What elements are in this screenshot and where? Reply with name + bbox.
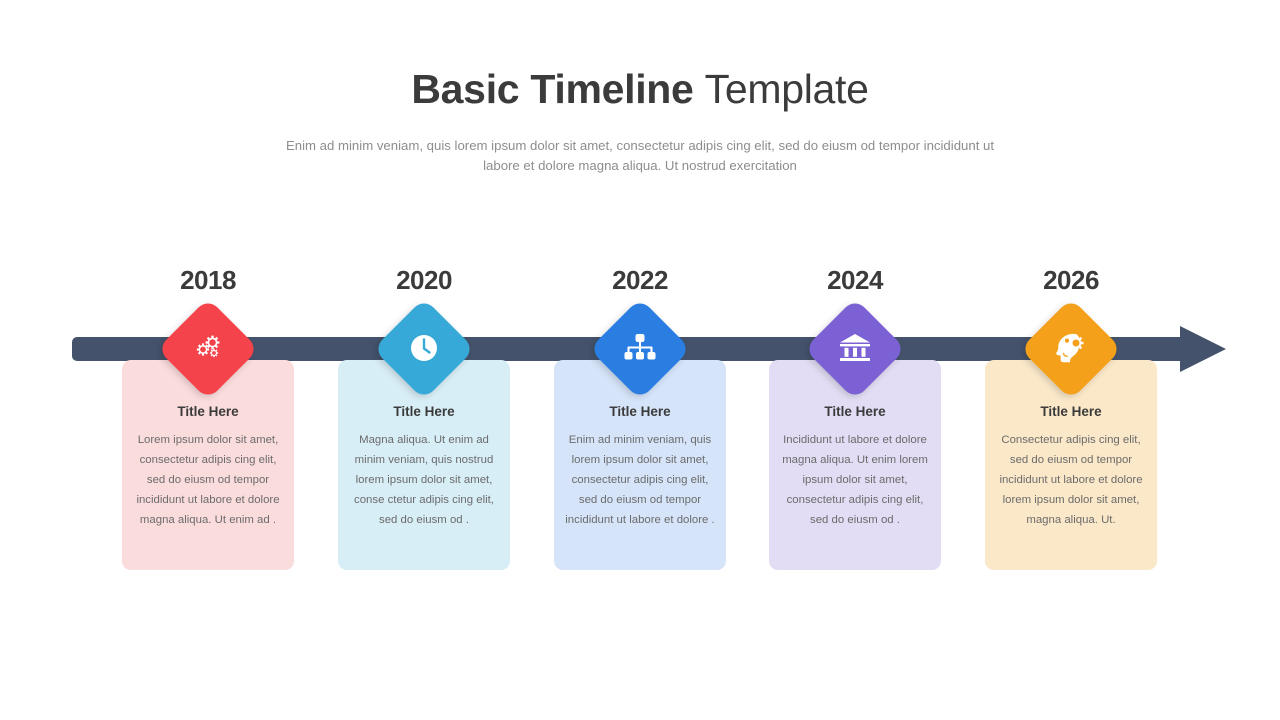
timeline-item-year: 2024 <box>827 265 883 295</box>
timeline-item-title: Title Here <box>393 404 455 419</box>
timeline-item-body: Enim ad minim veniam, quis lorem ipsum d… <box>565 434 715 526</box>
head-gears-icon <box>1049 326 1093 370</box>
timeline-item-year: 2018 <box>180 265 236 295</box>
page-header: Basic Timeline Template Enim ad minim ve… <box>0 64 1280 176</box>
org-chart-icon <box>618 326 662 370</box>
timeline-item-title: Title Here <box>1040 404 1102 419</box>
page-title-light: Template <box>704 66 869 112</box>
timeline-item-body: Consectetur adipis cing elit, sed do eiu… <box>999 434 1143 526</box>
timeline-item-year: 2026 <box>1043 265 1099 295</box>
timeline-item-title: Title Here <box>177 404 239 419</box>
timeline-item-title: Title Here <box>609 404 671 419</box>
arrow-right-icon <box>1180 326 1226 372</box>
page-title-bold: Basic Timeline <box>411 66 694 112</box>
clock-icon <box>402 326 446 370</box>
timeline-item-body: Magna aliqua. Ut enim ad minim veniam, q… <box>354 434 494 526</box>
timeline-item-title: Title Here <box>824 404 886 419</box>
bank-icon <box>833 326 877 370</box>
timeline-item-year: 2022 <box>612 265 668 295</box>
page-title: Basic Timeline Template <box>0 64 1280 114</box>
timeline-item-body: Lorem ipsum dolor sit amet, consectetur … <box>136 434 280 526</box>
timeline-item-body: Incididunt ut labore et dolore magna ali… <box>782 434 928 526</box>
gears-icon <box>186 326 230 370</box>
page-subtitle: Enim ad minim veniam, quis lorem ipsum d… <box>285 138 995 173</box>
timeline-item-year: 2020 <box>396 265 452 295</box>
